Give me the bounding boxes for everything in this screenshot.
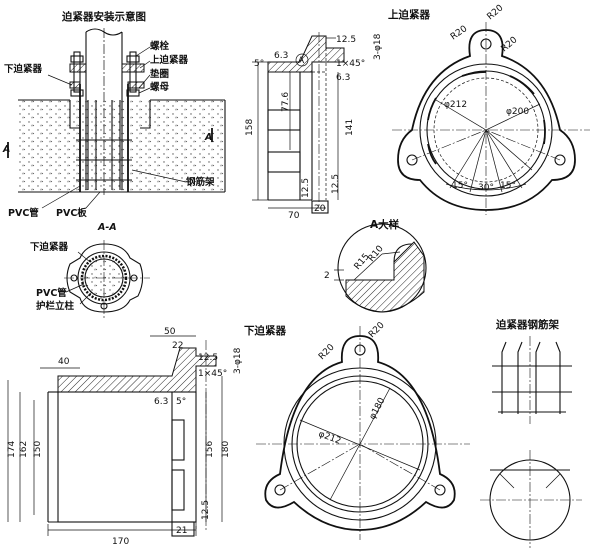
upper-clamp-side-view: A 5° 6.3 12.5 3-φ18 1×45° 6.3 77.6 158 1…: [245, 32, 383, 221]
label-pvc-plate: PVC板: [56, 207, 87, 219]
upper-ang-15-left: 15°: [452, 181, 468, 191]
section-a-right: A: [204, 132, 212, 143]
dim-20: 20: [314, 204, 326, 214]
lower-dim-150: 150: [33, 441, 43, 458]
marker-a: A: [298, 56, 305, 66]
label-nut: 螺母: [150, 81, 170, 93]
lower-clamp-side-view: 50 22 12.5 3-φ18 1×45° 40 6.3 5° 174 162…: [7, 327, 243, 547]
dim-12-5-top: 12.5: [336, 35, 356, 45]
lower-dim-3phi18: 3-φ18: [233, 347, 243, 374]
label-bolt: 螺栓: [150, 40, 170, 52]
label-section-lower-clamp: 下迫紧器: [30, 241, 69, 253]
upper-clamp-plan: 上迫紧器 R20 R20 R20 φ212 φ200 15°: [388, 3, 590, 215]
section-a-left: A: [2, 144, 10, 155]
lower-dim-170: 170: [112, 537, 129, 547]
label-rebar-frame: 钢筋架: [186, 176, 215, 188]
rebar-cage: 迫紧器钢筋架: [480, 318, 582, 548]
lower-dim-156: 156: [205, 441, 215, 458]
install-title: 迫紧器安装示意图: [61, 10, 146, 23]
lower-dim-162: 162: [19, 441, 29, 458]
lower-dim-12-5-bottom: 12.5: [201, 500, 211, 520]
lower-dim-6-3: 6.3: [154, 397, 168, 407]
upper-phi212: φ212: [444, 100, 467, 110]
upper-title: 上迫紧器: [388, 8, 430, 21]
dim-70: 70: [288, 211, 300, 221]
label-section-pvc-pipe: PVC管: [36, 287, 67, 299]
label-section-guard-post: 护栏立柱: [36, 300, 75, 312]
dim-12-5-bottom-b: 12.5: [331, 174, 341, 194]
lower-dim-40: 40: [58, 357, 70, 367]
lower-title: 下迫紧器: [244, 324, 286, 337]
label-washer: 垫圈: [150, 68, 169, 80]
label-upper-clamp: 上迫紧器: [150, 54, 189, 66]
lower-dim-22: 22: [172, 341, 183, 351]
dim-141: 141: [345, 119, 355, 136]
dim-6-3-right: 6.3: [336, 73, 350, 83]
lower-dim-5deg: 5°: [176, 397, 186, 407]
label-pvc-pipe: PVC管: [8, 207, 39, 219]
dim-chamfer-upper: 1×45°: [336, 59, 365, 69]
lower-dim-21: 21: [176, 526, 187, 536]
rebar-cage-elevation: [492, 336, 572, 424]
rebar-cage-plan: [480, 450, 582, 548]
upper-r20-right: R20: [500, 35, 520, 54]
lower-clamp-plan: 下迫紧器 R20 R20 φ212 φ180: [244, 320, 470, 540]
dim-5deg-upper: 5°: [254, 59, 264, 69]
label-lower-clamp: 下迫紧器: [4, 63, 43, 75]
dim-77-6: 77.6: [281, 92, 291, 112]
rebar-cage-title: 迫紧器钢筋架: [495, 318, 559, 331]
lower-r20-top: R20: [367, 320, 387, 340]
upper-ang-15-right: 15°: [500, 181, 516, 191]
upper-r20-top: R20: [486, 3, 506, 22]
dim-158: 158: [245, 119, 255, 136]
installation-sketch: 迫紧器安装示意图: [2, 10, 226, 233]
section-aa-view: 下迫紧器 PVC管 护栏立柱: [30, 240, 150, 318]
upper-phi200: φ200: [506, 107, 529, 117]
detail-a: A大样 R15 R10 2: [324, 218, 427, 313]
lower-phi180: φ180: [368, 396, 388, 421]
upper-ang-30: 30°: [478, 183, 494, 193]
guard-post: [85, 28, 123, 195]
lower-dim-12-5: 12.5: [198, 353, 218, 363]
rebar-frame: [76, 100, 132, 190]
pvc-pipe: [79, 84, 129, 192]
detail-d2: 2: [324, 271, 330, 281]
lower-dim-180: 180: [221, 441, 231, 458]
dim-12-5-bottom-a: 12.5: [301, 178, 311, 198]
lower-dim-50: 50: [164, 327, 176, 337]
dim-3phi18-upper: 3-φ18: [373, 33, 383, 60]
lower-r20-left: R20: [317, 342, 337, 362]
dim-6-3-top: 6.3: [274, 51, 288, 61]
lower-dim-chamfer: 1×45°: [198, 369, 227, 379]
label-section-aa: A-A: [97, 222, 117, 233]
upper-clamp-flange: [69, 63, 145, 89]
lower-dim-174: 174: [7, 441, 17, 458]
upper-r20-left: R20: [449, 24, 469, 43]
